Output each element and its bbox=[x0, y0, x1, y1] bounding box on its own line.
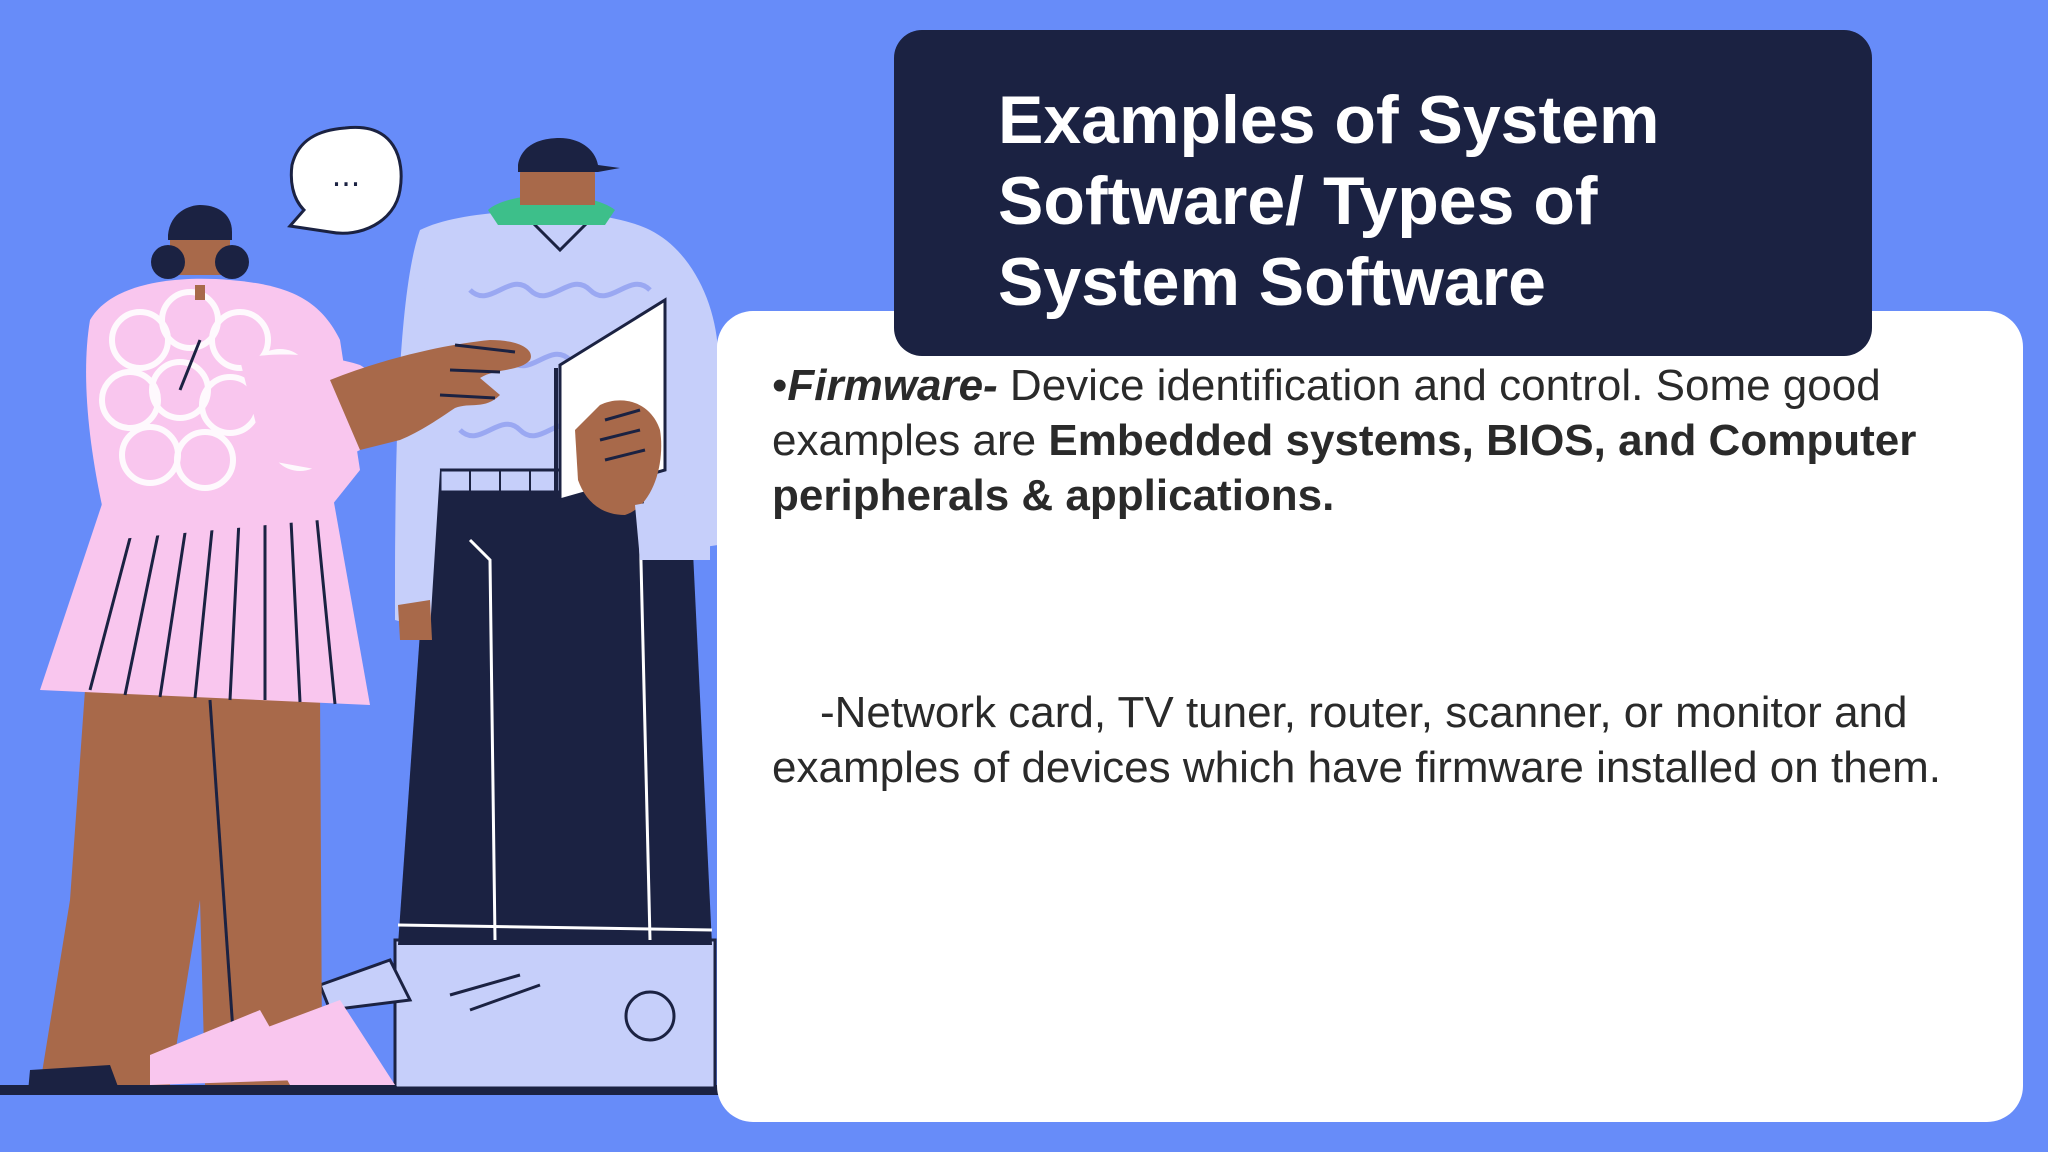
woman-figure bbox=[28, 205, 531, 1092]
slide-title: Examples of System Software/ Types of Sy… bbox=[998, 80, 1832, 323]
firmware-bullet: •Firmware- Device identification and con… bbox=[772, 358, 1972, 523]
firmware-term: Firmware- bbox=[787, 361, 998, 410]
firmware-examples: Embedded systems, BIOS, and Computer per… bbox=[772, 416, 1917, 520]
device-examples-paragraph: -Network card, TV tuner, router, scanner… bbox=[772, 685, 1972, 795]
content-card bbox=[717, 311, 2023, 1122]
title-box: Examples of System Software/ Types of Sy… bbox=[894, 30, 1872, 356]
title-line-2: Software/ Types of bbox=[998, 163, 1598, 239]
title-line-3: System Software bbox=[998, 244, 1546, 320]
firmware-description: Device identification and control. Some … bbox=[772, 361, 1881, 465]
people-illustration: ... bbox=[0, 125, 720, 1095]
speech-bubble-icon: ... bbox=[287, 125, 403, 235]
speech-bubble-dots: ... bbox=[332, 159, 361, 194]
title-line-1: Examples of System bbox=[998, 82, 1660, 158]
bullet-marker: • bbox=[772, 361, 788, 410]
man-figure bbox=[318, 138, 718, 1090]
device-examples-text: -Network card, TV tuner, router, scanner… bbox=[772, 688, 1941, 792]
